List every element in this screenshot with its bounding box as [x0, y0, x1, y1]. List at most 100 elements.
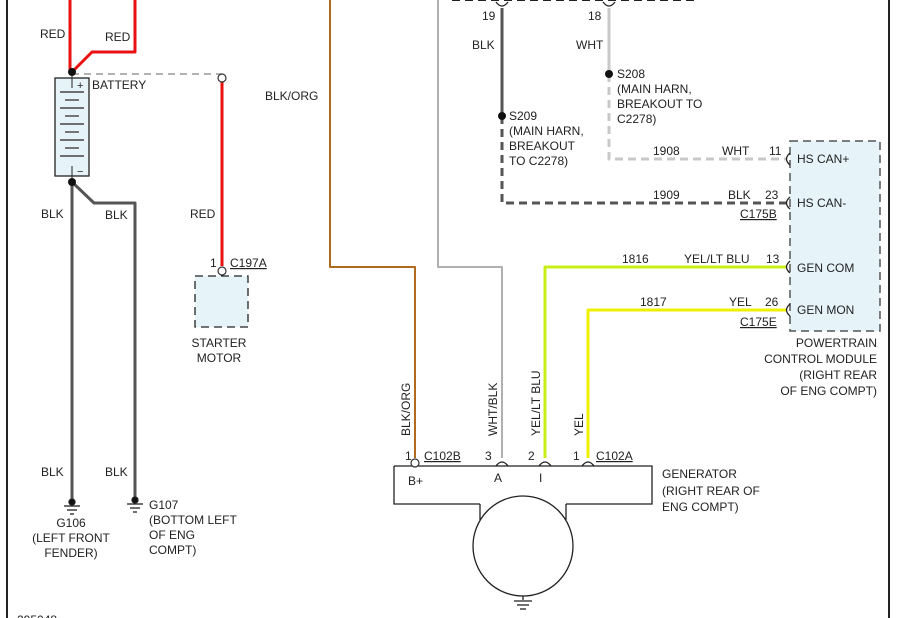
g107-line3: COMPT)	[149, 543, 196, 557]
g106-id: G106	[56, 516, 86, 530]
top-connector: 19 18	[452, 0, 696, 23]
wire-color-1908: WHT	[722, 144, 750, 158]
wire-label-blk-top: BLK	[472, 38, 495, 52]
diagram-id: 295048	[17, 613, 57, 618]
s208-line2: BREAKOUT TO	[617, 97, 702, 111]
s209-line1: (MAIN HARN,	[509, 124, 584, 138]
pcm-pin-11-socket	[785, 152, 791, 166]
starter-motor	[194, 266, 249, 328]
gen-pin-3-socket	[495, 461, 509, 467]
wire-color-1817: YEL	[729, 295, 752, 309]
top-pin-18: 18	[588, 9, 602, 23]
circuit-1816: 1816	[622, 252, 649, 266]
connector-c102b: C102B	[424, 449, 461, 463]
gen-pin-2-number: 2	[528, 449, 535, 463]
wire-label-blk-org-top: BLK/ORG	[265, 89, 318, 103]
wire-label-red-starter: RED	[190, 207, 216, 221]
starter-label-line1: STARTER	[192, 336, 247, 350]
wire-blk-g107	[70, 180, 137, 498]
starter-pin-terminal	[217, 266, 227, 276]
pcm-hs-can-minus-label: HS CAN-	[797, 196, 846, 210]
circuit-1908: 1908	[653, 144, 680, 158]
generator-label-line2: (RIGHT REAR OF	[662, 484, 760, 498]
pcm-label-line4: OF ENG COMPT)	[780, 384, 877, 398]
wire-label-wht-top: WHT	[576, 38, 604, 52]
connector-c102a: C102A	[596, 449, 633, 463]
gen-terminal-a: A	[494, 471, 502, 485]
gen-terminal-i: I	[539, 471, 542, 485]
generator-label-line1: GENERATOR	[662, 467, 737, 481]
battery-symbol: + −	[54, 68, 90, 186]
s208-line3: C2278)	[617, 112, 656, 126]
wire-label-yel-ltblu-vertical: YEL/LT BLU	[529, 370, 543, 436]
splice-s208-dot	[605, 70, 613, 78]
wire-yel-gen-mon	[586, 308, 786, 458]
pcm-hs-can-plus-label: HS CAN+	[797, 152, 849, 166]
s209-line3: TO C2278)	[509, 154, 568, 168]
wires	[68, 0, 786, 500]
gen-bplus-terminal	[410, 458, 420, 468]
connector-c175e: C175E	[740, 315, 777, 329]
pin-23: 23	[765, 188, 779, 202]
generator-label-line3: ENG COMPT)	[662, 500, 739, 514]
ground-g106-symbol	[64, 498, 80, 515]
pin-13: 13	[766, 252, 780, 266]
starter-connector-id: C197A	[230, 256, 267, 270]
g106-line1: (LEFT FRONT	[32, 531, 110, 545]
gen-pin-2-socket	[538, 461, 552, 467]
wire-label-blk-3: BLK	[41, 465, 64, 479]
pcm-label-line1: POWERTRAIN	[796, 336, 877, 350]
pcm-label-line2: CONTROL MODULE	[764, 352, 877, 366]
wire-wht-can-plus	[607, 74, 786, 161]
pin-26: 26	[765, 295, 779, 309]
battery-label: BATTERY	[92, 78, 146, 92]
ground-g107-symbol	[127, 496, 143, 513]
splice-s209-dot	[498, 112, 506, 120]
gen-pin-b-number: 1	[405, 449, 412, 463]
wire-wht-blk-a	[437, 0, 503, 458]
gen-pin-3-number: 3	[485, 449, 492, 463]
s209-id: S209	[509, 109, 537, 123]
g106-line2: FENDER)	[44, 546, 97, 560]
gen-terminal-bplus: B+	[408, 474, 423, 488]
starter-feed-terminal	[217, 73, 227, 83]
pin-11: 11	[769, 144, 782, 158]
connector-c175b: C175B	[740, 207, 777, 221]
wire-label-wht-blk-vertical: WHT/BLK	[486, 383, 500, 436]
pin-18-socket	[602, 1, 616, 7]
circuit-1817: 1817	[640, 295, 667, 309]
gen-pin-1-number: 1	[573, 449, 580, 463]
g107-id: G107	[149, 498, 179, 512]
wire-yel-ltblu-gen-com	[543, 265, 786, 458]
starter-pin-number: 1	[210, 256, 217, 270]
battery-plus-sign: +	[77, 80, 83, 92]
gen-pin-1-socket	[581, 461, 595, 467]
wire-label-yel-vertical: YEL	[572, 413, 586, 436]
starter-label-line2: MOTOR	[197, 351, 242, 365]
page-frame	[6, 0, 890, 618]
s208-line1: (MAIN HARN,	[617, 82, 692, 96]
wire-label-red-1: RED	[40, 27, 66, 41]
pin-19-socket	[495, 1, 509, 7]
s209-line2: BREAKOUT	[509, 139, 576, 153]
pcm-label-line3: (RIGHT REAR	[799, 368, 877, 382]
generator-symbol	[393, 458, 653, 610]
wire-red-battery-feed-2	[70, 0, 137, 74]
wire-label-blk-2: BLK	[105, 208, 128, 222]
wire-blk-org-bplus	[329, 0, 416, 458]
wire-label-red-2: RED	[105, 30, 131, 44]
pcm-module	[785, 140, 881, 332]
circuit-1909: 1909	[653, 188, 680, 202]
g107-line1: (BOTTOM LEFT	[149, 513, 237, 527]
wire-label-blk-1: BLK	[41, 207, 64, 221]
wire-color-1816: YEL/LT BLU	[684, 252, 750, 266]
wire-color-1909: BLK	[728, 188, 751, 202]
g107-line2: OF ENG	[149, 528, 195, 542]
pcm-pin-23-socket	[785, 196, 791, 210]
pcm-gen-com-label: GEN COM	[797, 261, 854, 275]
wire-blk-can-minus	[500, 116, 786, 205]
wire-label-blk-4: BLK	[105, 465, 128, 479]
battery-minus-sign: −	[77, 166, 83, 178]
wire-label-blk-org-vertical: BLK/ORG	[399, 383, 413, 436]
